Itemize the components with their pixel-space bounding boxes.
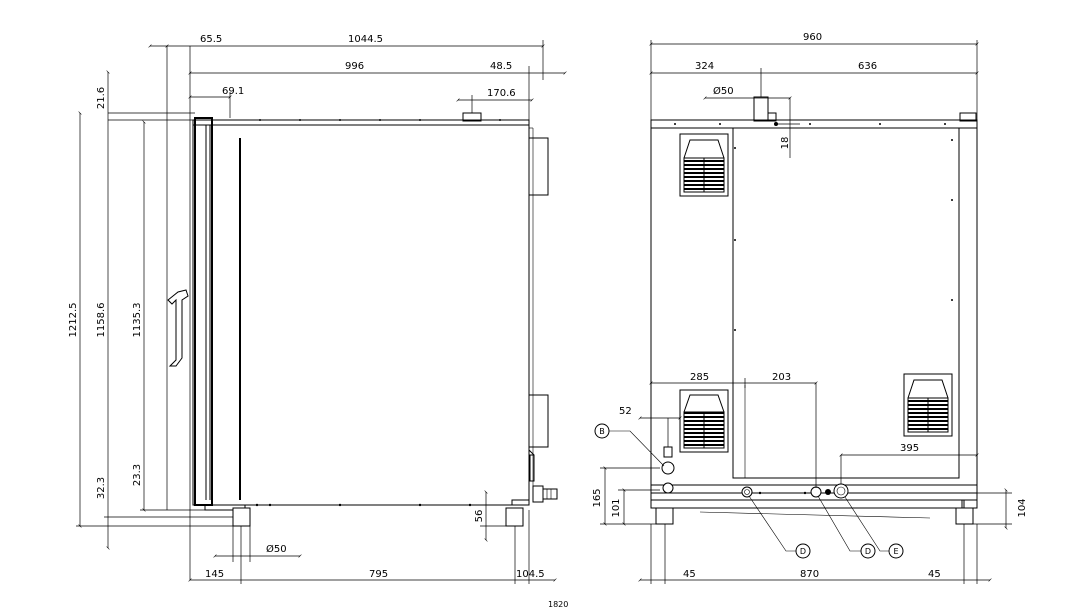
dim-top-left-offset: 65.5	[200, 34, 222, 45]
dim-total-depth: 1044.5	[348, 34, 383, 45]
callout-e: E	[844, 496, 904, 559]
drain-d1	[741, 486, 753, 498]
dim-body-depth: 996	[345, 61, 364, 72]
connection-b-box	[663, 446, 673, 458]
dim-foot-diameter: Ø50	[266, 543, 287, 555]
door-handle	[167, 289, 189, 367]
dim-door-offset: 69.1	[222, 86, 244, 97]
rear-connector	[532, 485, 558, 503]
dim-drain-span: 395	[900, 443, 919, 454]
side-body	[192, 119, 530, 506]
dim-top-height-delta: 21.6	[96, 87, 107, 109]
dim-rear-foot-span: 870	[800, 569, 819, 580]
dim-rear-foot-height: 104	[1017, 498, 1028, 517]
svg-text:B: B	[599, 427, 605, 436]
dim-foot-span: 795	[369, 569, 388, 580]
rear-panel	[732, 127, 960, 479]
side-vent-top	[528, 137, 549, 196]
callout-d-left: D	[748, 495, 811, 559]
dim-foot-height: 32.3	[96, 477, 107, 499]
dim-overall-width: 1820	[548, 600, 568, 609]
side-door	[194, 117, 213, 506]
louver-top-left	[679, 133, 729, 197]
louver-mid-left	[679, 389, 729, 453]
dim-body-height: 1158.6	[96, 303, 107, 338]
side-view: 65.5 1044.5 996 48.5 69.1 170.6 21.6 121…	[68, 34, 568, 609]
dim-right-overhang: 48.5	[490, 61, 512, 72]
dim-door-bottom-offset: 23.3	[132, 464, 143, 486]
connection-lower-port	[662, 482, 674, 494]
dim-panel-left: 285	[690, 372, 709, 383]
dim-door-height: 1135.3	[132, 303, 143, 338]
side-vent-bottom	[528, 394, 549, 448]
dim-rear-foot-left: 45	[683, 569, 696, 580]
dim-rear-total-width: 960	[803, 32, 822, 43]
dim-rear-foot-offset: 104.5	[516, 569, 545, 580]
svg-text:D: D	[800, 547, 806, 556]
dim-foot-clearance: 56	[474, 510, 485, 523]
dim-connection-b-offset: 52	[619, 406, 632, 417]
connection-b-port	[661, 461, 675, 475]
drain-e	[833, 483, 849, 499]
top-rivets	[259, 119, 501, 121]
rear-flue	[753, 96, 769, 122]
dim-connection-height-2: 101	[611, 498, 622, 517]
louver-right	[903, 373, 953, 437]
callout-b: B	[594, 423, 665, 467]
dim-flue-left: 324	[695, 61, 714, 72]
drain-d2	[810, 486, 822, 498]
rear-foot	[505, 507, 524, 527]
dim-flue-right: 636	[858, 61, 877, 72]
dim-front-foot-offset: 145	[205, 569, 224, 580]
callout-d-right: D	[817, 495, 876, 559]
dim-rear-foot-right: 45	[928, 569, 941, 580]
svg-text:D: D	[865, 547, 871, 556]
dim-total-height: 1212.5	[68, 303, 79, 338]
dim-flue-position: 170.6	[487, 88, 516, 99]
dim-connection-height-1: 165	[592, 488, 603, 507]
rear-foot-right	[955, 507, 974, 525]
dim-panel-mid: 203	[772, 372, 791, 383]
rear-foot-left	[655, 507, 674, 525]
dim-flue-drop: 18	[780, 137, 791, 150]
front-foot	[232, 507, 251, 527]
svg-text:E: E	[893, 547, 898, 556]
dim-rear-flue-diameter: Ø50	[713, 85, 734, 97]
rear-view: 960 324 636 Ø50 18 285 203 52 395 165 10…	[592, 32, 1028, 584]
